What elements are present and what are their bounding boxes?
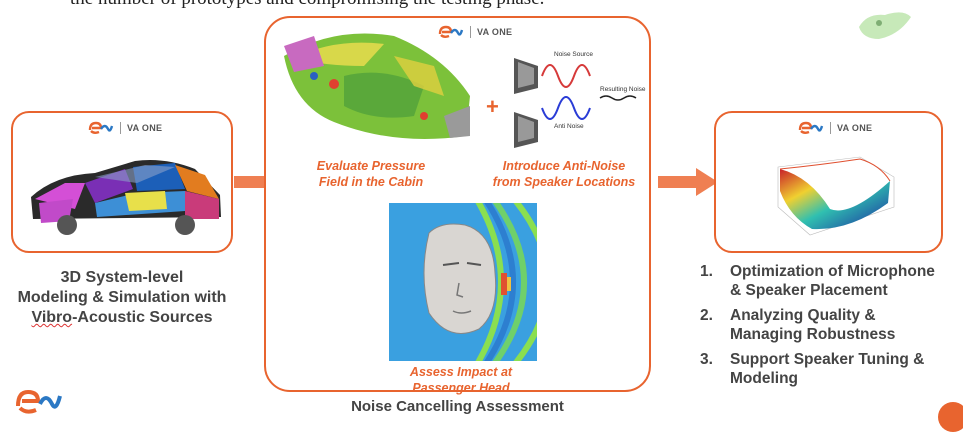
flow-arrow-2	[658, 168, 718, 196]
left-panel-caption: 3D System-level Modeling & Simulation wi…	[17, 269, 227, 326]
va-one-logo-right: VA ONE	[798, 121, 872, 135]
cabin-pressure-image	[284, 33, 470, 139]
caption-assess: Assess Impact at Passenger Head	[409, 365, 513, 395]
product-name: VA ONE	[837, 123, 873, 133]
caption-introduce: Introduce Anti-Noise from Speaker Locati…	[492, 159, 636, 189]
product-name: VA ONE	[477, 27, 513, 37]
noise-source-label: Noise Source	[554, 51, 594, 58]
center-panel-title: Noise Cancelling Assessment	[351, 398, 564, 415]
head-pressure-field-image	[389, 203, 537, 361]
esi-logo-icon	[438, 25, 464, 38]
va-one-logo: VA ONE	[88, 121, 162, 135]
map-fragment-icon	[859, 12, 911, 39]
anti-noise-label: Anti Noise	[554, 123, 584, 130]
decorative-circle	[938, 402, 963, 432]
optimization-surface-plot-image	[777, 156, 895, 236]
car-model-image	[31, 160, 221, 235]
caption-evaluate: Evaluate Pressure Field in the Cabin	[316, 159, 426, 189]
plus-sign: +	[486, 94, 499, 119]
va-one-logo-center: VA ONE	[438, 25, 512, 39]
list-item: 3. Support Speaker Tuning &Modeling	[700, 351, 925, 387]
top-partial-text: the number of prototypes and compromisin…	[70, 0, 544, 10]
right-panel: VA ONE	[714, 111, 943, 253]
outcomes-list: 1. Optimization of Microphone& Speaker P…	[700, 262, 935, 394]
list-item: 2. Analyzing Quality &Managing Robustnes…	[700, 307, 896, 343]
esi-logo-icon	[798, 121, 824, 134]
left-panel: VA ONE	[11, 111, 233, 253]
center-panel: VA ONE + Noise Source Resulting Noise An…	[264, 16, 651, 395]
esi-brand-logo-icon	[16, 389, 62, 414]
esi-logo-icon	[88, 121, 114, 134]
resulting-noise-label: Resulting Noise	[600, 86, 646, 93]
anti-noise-diagram	[514, 58, 637, 148]
product-name: VA ONE	[127, 123, 163, 133]
list-item: 1. Optimization of Microphone& Speaker P…	[700, 263, 935, 299]
